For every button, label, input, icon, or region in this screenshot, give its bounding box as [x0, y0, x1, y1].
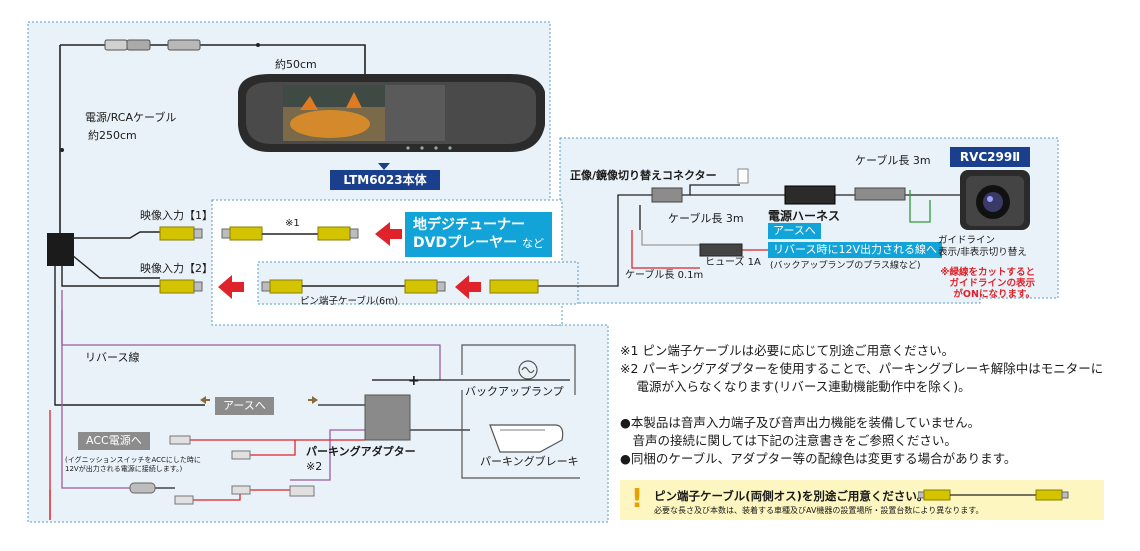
source-line-2: DVDプレーヤー など: [413, 234, 544, 253]
main-cable: [59, 44, 366, 240]
callout-line-2: 必要な長さ及び本数は、装着する車種及びAV機器の設置場所・設置台数により異なりま…: [654, 506, 984, 515]
parking-adapter-mark: ※2: [306, 460, 323, 473]
note-line: ●同梱のケーブル、アダプター等の配線色は変更する場合があります。: [620, 451, 1017, 466]
mirror-icon: [238, 74, 545, 152]
warning-icon: !: [631, 484, 643, 514]
cable-3m-left-label: ケーブル長 3m: [668, 212, 744, 225]
source-line-1: 地デジチューナー: [413, 217, 525, 233]
cable-label-1: 電源/RCAケーブル: [85, 111, 177, 124]
reverse-sub-label: (バックアップランプのプラス線など): [770, 261, 921, 271]
camera-hardware: [489, 168, 1030, 294]
notes-block: ※1 ピン端子ケーブルは必要に応じて別途ご用意ください。 ※2 パーキングアダプ…: [620, 342, 1120, 468]
parking-brake-icon: [461, 390, 580, 479]
red-arrows: [218, 222, 481, 299]
lower-wires: [49, 290, 570, 520]
model-pointer: [378, 163, 390, 170]
note-mark-1: ※1: [285, 218, 300, 229]
note-line: 音声の接続に関しては下記の注意書きをご参照ください。: [620, 433, 957, 448]
fuse-label: ヒューズ 1A: [705, 257, 761, 268]
reverse-tag: リバース時に12V出力される線へ: [768, 242, 942, 258]
cut-note-line-2: ガイドラインの表示: [949, 278, 1035, 289]
mirror-model-label: LTM6023本体: [330, 170, 440, 190]
pin-cable-callout: ! ピン端子ケーブル(両側オス)を別途ご用意ください。 必要な長さ及び本数は、装…: [620, 480, 1104, 520]
callout-line-1: ピン端子ケーブル(両側オス)を別途ご用意ください。: [654, 489, 929, 503]
cut-note-line-1: ※緑線をカットすると: [940, 267, 1035, 278]
note-line: ※2 パーキングアダプターを使用することで、パーキングブレーキ解除中はモニターに: [620, 361, 1104, 376]
rca-input-1: [159, 226, 203, 241]
backup-lamp-icon: [461, 344, 576, 395]
reverse-line-label: リバース線: [85, 351, 140, 364]
note-spacer: [620, 396, 1120, 414]
camera-model-label: RVC299Ⅱ: [950, 147, 1030, 167]
camera-earth-tag: アースへ: [768, 223, 821, 239]
backup-lamp-label: バックアップランプ: [465, 385, 564, 398]
top-connectors: [104, 39, 201, 51]
cable-01m-label: ケーブル長 0.1m: [625, 270, 704, 281]
plus-sign: +: [408, 373, 420, 389]
source-line-2-main: DVDプレーヤー: [413, 235, 518, 251]
note-line: 電源が入らなくなります(リバース連動機能動作中を除く)。: [620, 379, 971, 394]
cable-label-2: 約250cm: [88, 129, 137, 142]
parking-adapter-label: パーキングアダプター: [306, 445, 416, 458]
acc-tag: ACC電源へ: [78, 432, 150, 450]
video-input-2-label: 映像入力【2】: [140, 262, 213, 275]
video-input-1-label: 映像入力【1】: [140, 209, 213, 222]
source-device-box: 地デジチューナー DVDプレーヤー など: [405, 212, 552, 257]
mirror-distance-label: 約50cm: [275, 58, 317, 71]
dimension-dot: [256, 43, 260, 47]
note-line: ※1 ピン端子ケーブルは必要に応じて別途ご用意ください。: [620, 343, 955, 358]
note-line: ●本製品は音声入力端子及び音声出力機能を装備していません。: [620, 415, 981, 430]
pin-cable-icon: [918, 489, 1069, 501]
optional-pin-cable: [221, 226, 359, 241]
guideline-label-1: ガイドライン: [938, 235, 996, 246]
lower-earth-tag: アースへ: [215, 397, 274, 415]
lower-hardware: [129, 394, 411, 505]
power-harness-label: 電源ハーネス: [768, 209, 841, 223]
cut-note: ※緑線をカットすると ガイドラインの表示 がONになります。: [925, 267, 1035, 300]
parking-brake-label: パーキングブレーキ: [480, 455, 579, 468]
cable-3m-top-label: ケーブル長 3m: [855, 154, 931, 167]
acc-note-1: (イグニッションスイッチをACCにした時に: [65, 456, 201, 464]
guideline-label-2: 表示/非表示切り替え: [938, 247, 1027, 258]
pin-cable-label: ピン端子ケーブル(6m): [300, 296, 399, 307]
junction-wires: [54, 231, 205, 406]
acc-note-2: 12Vが出力される電源に接続します。): [65, 465, 183, 473]
source-line-2-suffix: など: [521, 237, 544, 250]
connector-label: 正像/鏡像切り替えコネクター: [570, 169, 717, 182]
cable-dot: [60, 148, 64, 152]
pin-cable-6m: [261, 279, 446, 294]
junction-box: [47, 233, 74, 266]
rca-input-2: [159, 279, 203, 294]
cut-note-line-3: がONになります。: [953, 289, 1035, 300]
